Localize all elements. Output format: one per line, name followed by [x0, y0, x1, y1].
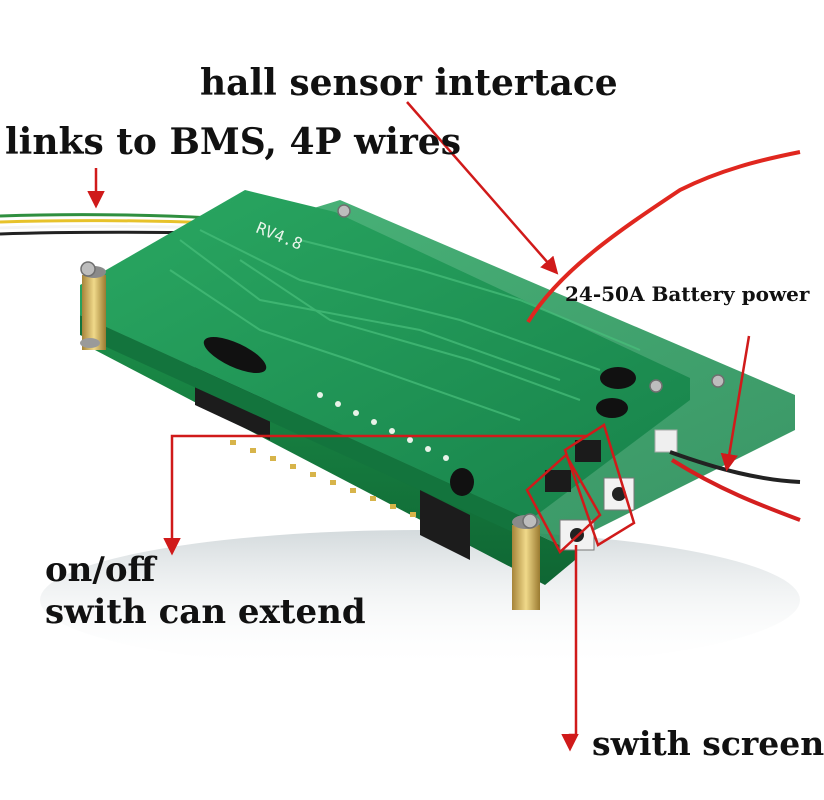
- onoff-switch-extend-label: swith can extend: [45, 592, 366, 632]
- battery-power-label: 24-50A Battery power: [565, 282, 810, 306]
- bms-links-label: links to BMS, 4P wires: [5, 121, 461, 163]
- hall-sensor-label: hall sensor intertace: [200, 62, 618, 104]
- battery-power-wires: [654, 429, 801, 522]
- switch-screen-label: swith screen: [592, 724, 824, 763]
- product-photo: RV4.8: [0, 101, 801, 752]
- hall-sensor-wire: [526, 150, 801, 324]
- screws: [80, 204, 725, 529]
- annotation-arrows: [87, 101, 751, 752]
- standoffs: [80, 266, 540, 610]
- ground-shadow: [40, 530, 800, 670]
- onoff-switch-label: on/off: [45, 550, 156, 590]
- upper-pcb: RV4.8: [80, 190, 690, 540]
